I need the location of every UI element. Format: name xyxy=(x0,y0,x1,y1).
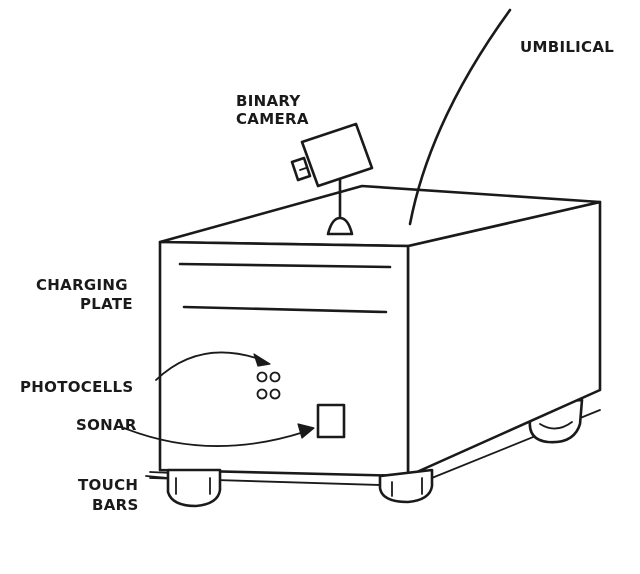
label-umbilical: UMBILICAL xyxy=(520,38,614,56)
touch-bars-leader xyxy=(145,475,169,479)
label-touch-bars-2: BARS xyxy=(92,496,139,514)
label-binary-camera-2: CAMERA xyxy=(236,110,309,128)
label-touch-bars-1: TOUCH xyxy=(78,476,138,494)
photocells-arrowhead xyxy=(253,353,271,367)
charging-plate-line-bottom xyxy=(182,305,388,314)
front-right-wheel xyxy=(378,468,434,504)
sonar-arrowhead xyxy=(297,423,315,439)
sonar-arrow xyxy=(123,427,305,447)
box-front-face xyxy=(158,240,410,478)
charging-plate-line-top xyxy=(178,262,392,269)
label-sonar: SONAR xyxy=(76,416,137,434)
camera-mount xyxy=(326,216,354,236)
photocells-arrow xyxy=(155,351,263,381)
sonar-square xyxy=(316,403,346,439)
binary-camera xyxy=(290,122,374,188)
label-charging-plate-1: CHARGING xyxy=(36,276,128,294)
label-charging-plate-2: PLATE xyxy=(80,295,133,313)
label-binary-camera-1: BINARY xyxy=(236,92,301,110)
photocells xyxy=(256,371,281,400)
umbilical-cable xyxy=(408,8,512,226)
label-photocells: PHOTOCELLS xyxy=(20,378,133,396)
front-left-wheel xyxy=(166,468,222,508)
